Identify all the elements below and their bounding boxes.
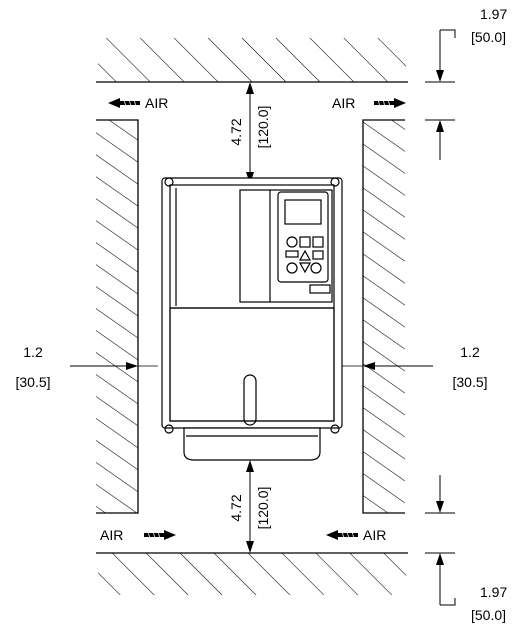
keypad-button-icon xyxy=(298,249,312,261)
right-side-inches: 1.2 xyxy=(460,344,480,360)
lower-clearance-mm: [120.0] xyxy=(255,487,271,530)
mount-hole-icon xyxy=(164,177,174,187)
lower-clearance-inches: 4.72 xyxy=(228,494,244,521)
top-gap-dimension xyxy=(425,29,456,160)
top-gap-inches: 1.97 xyxy=(480,6,507,22)
mount-hole-icon xyxy=(164,424,174,434)
air-label-top-right: AIR xyxy=(332,95,355,111)
fan-housing xyxy=(183,427,321,461)
bottom-gap-inches: 1.97 xyxy=(480,584,507,600)
left-side-inches: 1.2 xyxy=(23,344,43,360)
drive-unit xyxy=(161,177,343,461)
right-side-mm: [30.5] xyxy=(452,374,487,390)
lower-clearance-arrow xyxy=(246,460,254,553)
airflow-arrow-top-left xyxy=(108,98,140,108)
airflow-arrow-bottom-left xyxy=(144,530,176,540)
bottom-wall xyxy=(96,552,408,595)
top-wall xyxy=(96,38,408,83)
keypad-button-icon xyxy=(299,236,311,248)
mount-hole-icon xyxy=(330,177,340,187)
left-wall xyxy=(96,119,139,514)
keypad-display xyxy=(284,199,322,225)
bottom-gap-dimension xyxy=(425,475,456,606)
airflow-arrow-top-right xyxy=(374,98,406,108)
keypad-button-icon xyxy=(310,262,322,274)
left-side-mm: [30.5] xyxy=(15,374,50,390)
keypad-button-icon xyxy=(286,262,298,274)
upper-clearance-arrow xyxy=(246,82,254,184)
keypad-button-icon xyxy=(312,250,324,260)
upper-clearance-inches: 4.72 xyxy=(228,118,244,145)
upper-clearance-mm: [120.0] xyxy=(255,106,271,149)
air-label-bottom-left: AIR xyxy=(100,527,123,543)
mount-hole-icon xyxy=(330,424,340,434)
vent-slot xyxy=(243,374,257,426)
air-label-bottom-right: AIR xyxy=(363,527,386,543)
keypad-button-icon xyxy=(298,262,312,274)
top-gap-mm: [50.0] xyxy=(471,29,506,45)
airflow-arrow-bottom-right xyxy=(326,530,358,540)
keypad-button-icon xyxy=(312,236,324,248)
nameplate-slot xyxy=(309,284,331,294)
bottom-gap-mm: [50.0] xyxy=(471,607,506,623)
keypad-button-icon xyxy=(286,236,298,248)
air-label-top-left: AIR xyxy=(145,95,168,111)
keypad-button-icon xyxy=(285,250,299,258)
right-wall xyxy=(362,119,405,514)
